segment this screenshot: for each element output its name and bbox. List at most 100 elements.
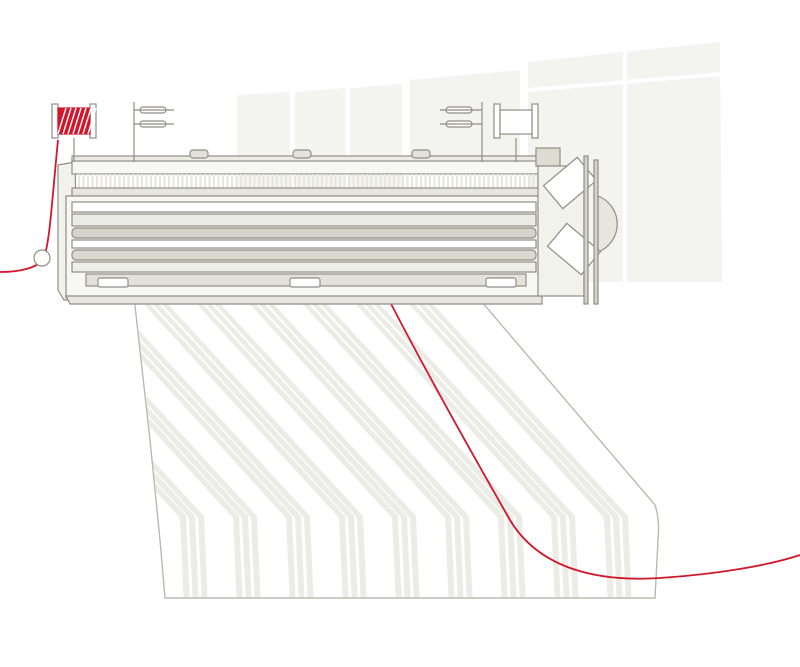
needle: [118, 174, 121, 188]
needle: [213, 174, 215, 188]
needle: [114, 174, 116, 188]
needle: [150, 174, 152, 188]
needle: [528, 174, 530, 188]
needle: [510, 174, 512, 188]
needle: [298, 174, 301, 188]
roller: [71, 249, 537, 261]
needle: [406, 174, 409, 188]
needle: [249, 174, 251, 188]
needle: [307, 174, 310, 188]
needle: [294, 174, 296, 188]
needle: [235, 174, 238, 188]
needle: [375, 174, 377, 188]
needle: [244, 174, 247, 188]
needle: [420, 174, 422, 188]
needle: [78, 174, 80, 188]
needle: [109, 174, 112, 188]
needle: [127, 174, 130, 188]
spool-icon: [51, 103, 97, 162]
needle: [483, 174, 485, 188]
needle: [154, 174, 157, 188]
needle: [393, 174, 395, 188]
needle: [163, 174, 166, 188]
fabric-outline: [132, 287, 660, 599]
needle: [456, 174, 458, 188]
spool-icon: [493, 103, 539, 162]
needle: [370, 174, 373, 188]
yarn-feed: [51, 102, 539, 162]
yarn-left-strand: [0, 139, 59, 273]
needle: [442, 174, 445, 188]
needle: [402, 174, 404, 188]
housing-base: [65, 295, 543, 305]
needle: [523, 174, 526, 188]
carriage-rail: [71, 159, 543, 175]
spool-thread: [57, 107, 67, 135]
needle: [447, 174, 449, 188]
needle: [397, 174, 400, 188]
needle: [262, 174, 265, 188]
needle: [82, 174, 85, 188]
needle: [316, 174, 319, 188]
needle: [285, 174, 287, 188]
needle: [168, 174, 170, 188]
spool-thread: [82, 107, 92, 135]
needle: [132, 174, 134, 188]
side-rod: [593, 159, 599, 305]
needle: [361, 174, 364, 188]
needle: [123, 174, 125, 188]
needle: [469, 174, 472, 188]
needle: [222, 174, 224, 188]
needle: [145, 174, 148, 188]
needle: [267, 174, 269, 188]
needle: [415, 174, 418, 188]
needle: [321, 174, 323, 188]
needle: [379, 174, 382, 188]
needle: [231, 174, 233, 188]
needle: [384, 174, 386, 188]
needle: [303, 174, 305, 188]
needle: [141, 174, 143, 188]
side-rod: [583, 155, 589, 305]
needle: [159, 174, 161, 188]
spool-thread: [67, 107, 77, 135]
needle: [424, 174, 427, 188]
needle: [181, 174, 184, 188]
needle: [253, 174, 256, 188]
needle: [532, 174, 535, 188]
needle: [474, 174, 476, 188]
needle-bed-base: [71, 187, 543, 197]
needle: [451, 174, 454, 188]
needle: [514, 174, 517, 188]
roller: [71, 261, 537, 273]
needle: [352, 174, 355, 188]
takedown-slot: [289, 277, 321, 288]
needle: [136, 174, 139, 188]
needle: [258, 174, 260, 188]
mount-bump: [411, 149, 431, 159]
needle: [438, 174, 440, 188]
mount-bump: [189, 149, 209, 159]
gear-box: [535, 147, 561, 167]
needle: [172, 174, 175, 188]
needle: [505, 174, 508, 188]
bobbin-icon: [440, 102, 483, 162]
spool-thread: [62, 107, 72, 135]
needle: [366, 174, 368, 188]
needle: [487, 174, 490, 188]
needle: [492, 174, 494, 188]
needle: [190, 174, 193, 188]
yarn-fabric-strand: [387, 297, 800, 580]
needle: [195, 174, 197, 188]
needle: [312, 174, 314, 188]
needle: [199, 174, 202, 188]
needle: [87, 174, 89, 188]
needle: [496, 174, 499, 188]
spool-thread: [77, 107, 87, 135]
takedown-slot: [485, 277, 517, 288]
needle: [177, 174, 179, 188]
needle: [460, 174, 463, 188]
needle: [334, 174, 337, 188]
tension-knob: [33, 249, 51, 267]
